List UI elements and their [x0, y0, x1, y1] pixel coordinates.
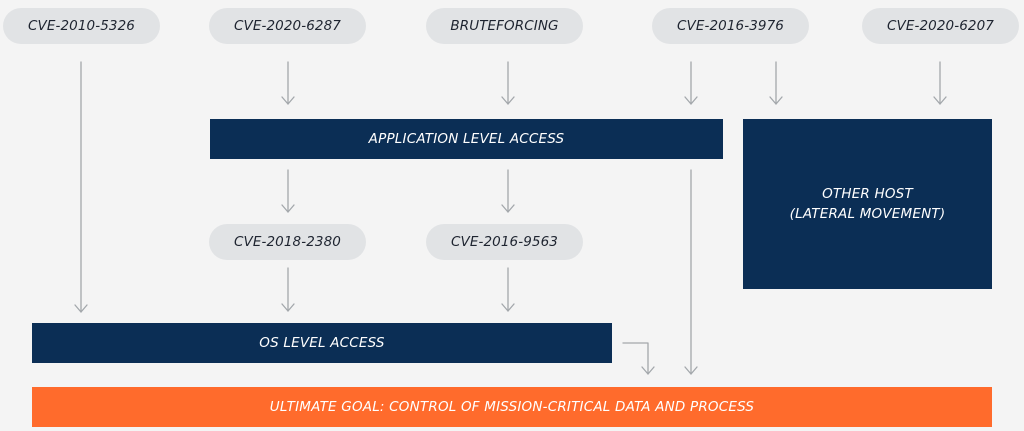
node-application-level-access: APPLICATION LEVEL ACCESS [210, 119, 723, 159]
arrow-cve-2010-5326-to-os-access [74, 61, 88, 313]
arrow-app-access-to-ultimate-goal [684, 169, 698, 375]
node-os-level-access: OS LEVEL ACCESS [32, 323, 612, 363]
arrow-os-access-to-ultimate-goal [622, 342, 655, 375]
node-other-host: OTHER HOST (LATERAL MOVEMENT) [743, 119, 992, 289]
node-cve-2016-3976: CVE-2016-3976 [652, 8, 809, 44]
node-bruteforcing: BRUTEFORCING [426, 8, 583, 44]
application-level-access-label: APPLICATION LEVEL ACCESS [368, 131, 565, 147]
os-level-access-label: OS LEVEL ACCESS [259, 335, 385, 351]
arrow-cve-2016-9563-to-os-access [501, 267, 515, 312]
arrow-app-access-to-cve-2016-9563 [501, 169, 515, 213]
arrow-cve-2018-2380-to-os-access [281, 267, 295, 312]
other-host-sublabel: (LATERAL MOVEMENT) [789, 206, 946, 222]
arrow-cve-2020-6207-to-other-host [933, 61, 947, 105]
node-cve-2020-6287: CVE-2020-6287 [209, 8, 366, 44]
node-cve-2018-2380: CVE-2018-2380 [209, 224, 366, 260]
ultimate-goal-label: ULTIMATE GOAL: CONTROL OF MISSION-CRITIC… [269, 399, 755, 415]
arrow-cve-2020-6287-to-app-access [281, 61, 295, 105]
arrow-bruteforcing-to-app-access [501, 61, 515, 105]
arrow-app-access-to-cve-2018-2380 [281, 169, 295, 213]
arrow-cve-2016-3976-to-app-access [684, 61, 698, 105]
node-ultimate-goal: ULTIMATE GOAL: CONTROL OF MISSION-CRITIC… [32, 387, 992, 427]
arrow-cve-2016-3976-to-other-host [769, 61, 783, 105]
node-cve-2020-6207: CVE-2020-6207 [862, 8, 1019, 44]
node-cve-2010-5326: CVE-2010-5326 [3, 8, 160, 44]
node-cve-2016-9563: CVE-2016-9563 [426, 224, 583, 260]
other-host-label: OTHER HOST [822, 186, 913, 202]
